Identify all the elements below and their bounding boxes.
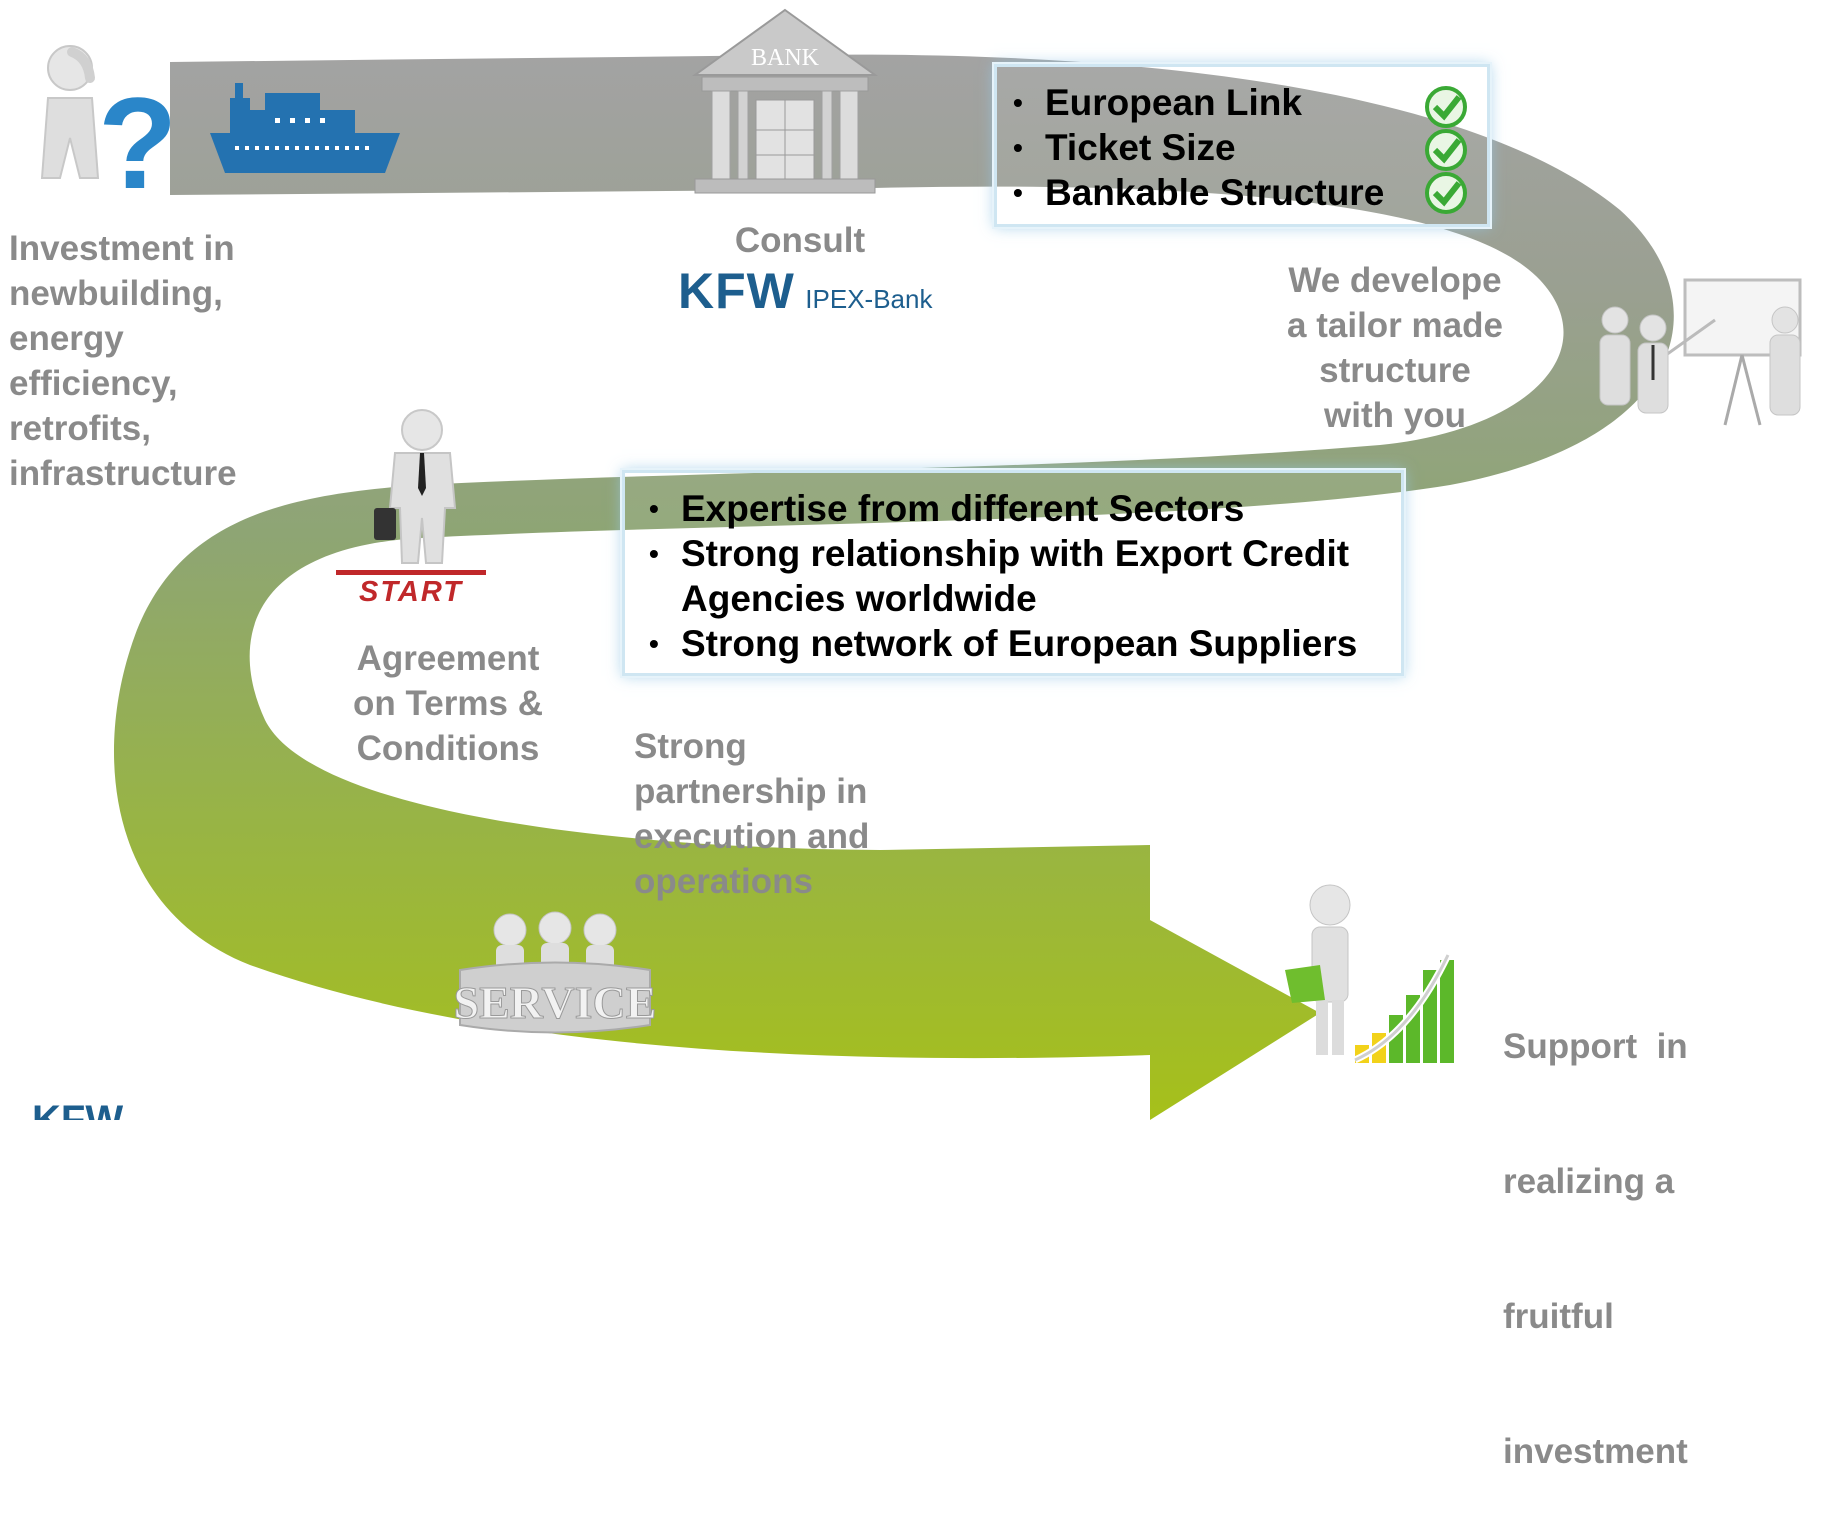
strength-item: Strong relationship with Export Credit A… (641, 531, 1401, 621)
step-partnership-label: Strong partnership in execution and oper… (634, 724, 869, 904)
investment-line-1: Investment in (9, 229, 235, 268)
investment-line-4: efficiency, (9, 364, 178, 403)
strengths-box: Expertise from different Sectors Strong … (622, 470, 1404, 676)
investment-line-5: retrofits, (9, 409, 151, 448)
develop-line-4: with you (1324, 396, 1466, 435)
partnership-line-3: execution and (634, 817, 870, 856)
investment-line-3: energy (9, 319, 124, 358)
service-team-icon: SERVICE (453, 911, 657, 1034)
support-line-1: Support in (1503, 1027, 1688, 1066)
bank-sign: BANK (751, 45, 820, 71)
flow-arrow-canvas (113, 54, 1674, 1120)
svg-text:?: ? (98, 70, 175, 208)
develop-line-3: structure (1319, 351, 1471, 390)
criteria-item: Bankable Structure (1005, 170, 1487, 215)
investment-line-6: infrastructure (9, 454, 237, 493)
criteria-item: Ticket Size (1005, 125, 1487, 170)
agreement-line-3: Conditions (356, 729, 540, 768)
strength-item: Strong network of European Suppliers (641, 621, 1401, 666)
support-line-4: investment (1503, 1432, 1688, 1471)
step-develop-label: We develope a tailor made structure with… (1260, 258, 1530, 438)
kfw-logo-text: KFW (678, 263, 795, 319)
presentation-icon (1599, 278, 1802, 426)
checkmark-icons (1425, 86, 1467, 214)
process-diagram: ? BANK START SERVICE (0, 0, 1825, 1120)
develop-line-2: a tailor made (1287, 306, 1503, 345)
criteria-item: European Link (1005, 80, 1487, 125)
ipex-bank-text: IPEX-Bank (805, 284, 933, 314)
support-line-3: fruitful (1503, 1297, 1614, 1336)
flow-arrow (113, 54, 1674, 1120)
step-agreement-label: Agreement on Terms & Conditions (328, 636, 568, 771)
partnership-line-4: operations (634, 862, 813, 901)
checkmark-icon (1425, 172, 1467, 214)
start-label: START (336, 570, 486, 609)
kfw-ipex-logo: KFW IPEX-Bank (678, 262, 932, 320)
strength-item: Expertise from different Sectors (641, 486, 1401, 531)
partnership-line-1: Strong (634, 727, 747, 766)
question-person-icon: ? (40, 45, 175, 208)
develop-line-1: We develope (1288, 261, 1502, 300)
support-line-2: realizing a (1503, 1162, 1675, 1201)
ship-icon (210, 83, 400, 173)
checkmark-icon (1425, 86, 1467, 128)
footer-kfw-logo: KFW (32, 1100, 123, 1120)
investment-line-2: newbuilding, (9, 274, 223, 313)
agreement-line-1: Agreement (356, 639, 540, 678)
step-investment-label: Investment in newbuilding, energy effici… (9, 226, 237, 496)
agreement-line-2: on Terms & (353, 684, 543, 723)
criteria-box: European Link Ticket Size Bankable Struc… (994, 64, 1490, 227)
bank-icon: BANK (691, 8, 879, 194)
step-consult-label: Consult (734, 221, 866, 260)
partnership-line-2: partnership in (634, 772, 868, 811)
gardener-growth-icon (1285, 884, 1454, 1064)
checkmark-icon (1425, 129, 1467, 171)
service-label: SERVICE (454, 977, 657, 1028)
step-support-label: Support in realizing a fruitful investme… (1503, 934, 1688, 1519)
businessman-icon (374, 409, 457, 564)
